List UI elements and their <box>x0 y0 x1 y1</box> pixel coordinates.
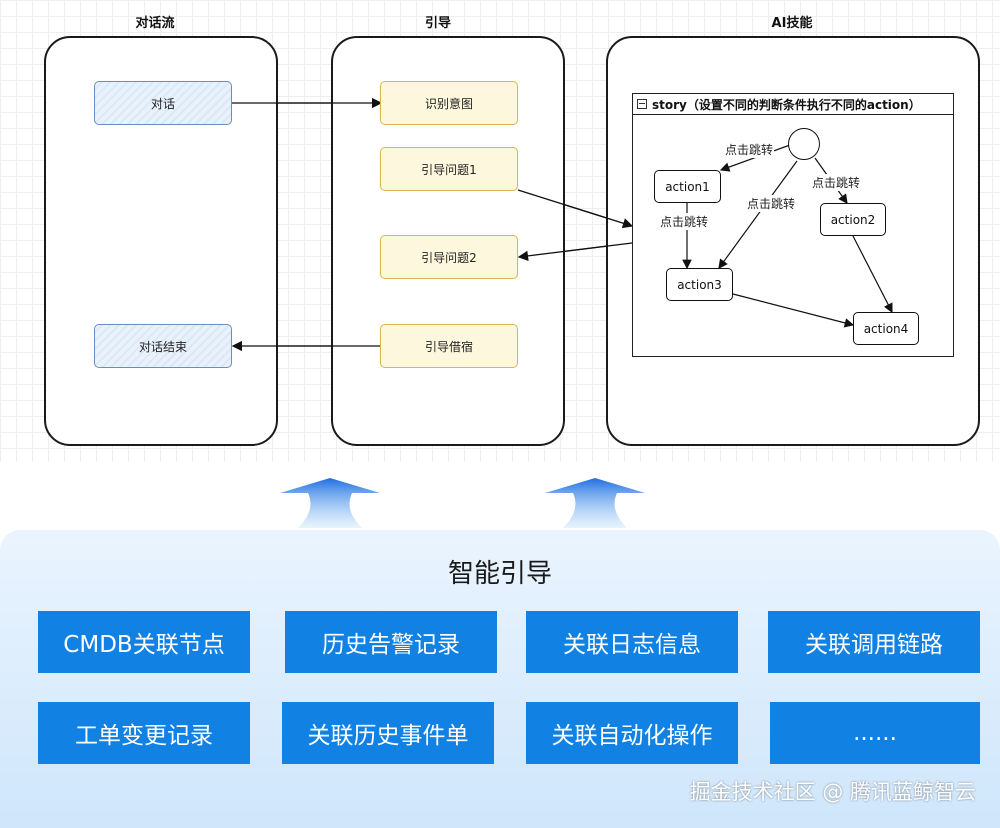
watermark: 掘金技术社区 @ 腾讯蓝鲸智云 <box>689 780 976 804</box>
action2-node[interactable]: action2 <box>820 203 886 236</box>
edge-label-start-action3: 点击跳转 <box>746 195 797 212</box>
node-dialog[interactable]: 对话 <box>94 81 232 125</box>
story-start-node[interactable] <box>788 128 820 160</box>
collapse-icon[interactable] <box>637 99 647 109</box>
tile-ticket-changes[interactable]: 工单变更记录 <box>38 702 250 764</box>
action4-node[interactable]: action4 <box>853 312 919 345</box>
story-header: story（设置不同的判断条件执行不同的action） <box>633 94 953 115</box>
tile-automation-ops[interactable]: 关联自动化操作 <box>526 702 738 764</box>
action3-node[interactable]: action3 <box>666 268 733 301</box>
lane-title-ai: AI技能 <box>771 16 813 31</box>
panel-title: 智能引导 <box>447 559 552 589</box>
edge-label-start-action1: 点击跳转 <box>724 141 775 158</box>
edge-label-start-action2: 点击跳转 <box>811 174 862 191</box>
smart-guide-panel <box>0 530 1000 828</box>
tile-call-chain[interactable]: 关联调用链路 <box>768 611 980 673</box>
up-arrow-icon <box>280 478 380 528</box>
tile-alarm-history[interactable]: 历史告警记录 <box>285 611 497 673</box>
action1-node[interactable]: action1 <box>654 170 721 203</box>
node-recognize-intent[interactable]: 识别意图 <box>380 81 518 125</box>
up-arrow-icon <box>545 478 645 528</box>
tile-history-incidents[interactable]: 关联历史事件单 <box>282 702 494 764</box>
lane-dialog <box>44 36 278 446</box>
edge-label-action1-action3: 点击跳转 <box>659 213 710 230</box>
lane-title-dialog: 对话流 <box>135 16 175 31</box>
node-guide-question-1[interactable]: 引导问题1 <box>380 147 518 191</box>
lane-title-guide: 引导 <box>424 16 451 31</box>
tile-related-logs[interactable]: 关联日志信息 <box>526 611 738 673</box>
node-guide-end[interactable]: 引导借宿 <box>380 324 518 368</box>
tile-cmdb-nodes[interactable]: CMDB关联节点 <box>38 611 250 673</box>
story-title: story（设置不同的判断条件执行不同的action） <box>652 97 921 112</box>
tile-more[interactable]: ...... <box>770 702 980 764</box>
node-dialog-end[interactable]: 对话结束 <box>94 324 232 368</box>
node-guide-question-2[interactable]: 引导问题2 <box>380 235 518 279</box>
